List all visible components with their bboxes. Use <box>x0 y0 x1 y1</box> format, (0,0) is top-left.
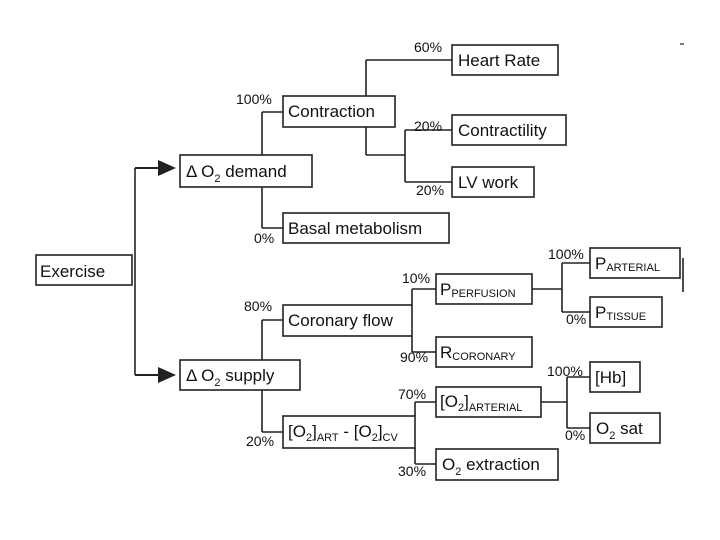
node-contractility: Contractility <box>451 114 567 146</box>
pct-lv-work: 20% <box>416 182 444 198</box>
svg-text:PARTERIAL: PARTERIAL <box>595 254 660 274</box>
pct-p-tissue: 0% <box>566 311 586 327</box>
pct-o2-art-cv: 20% <box>246 433 274 449</box>
node-lv-work: LV work <box>451 166 535 198</box>
svg-text:PTISSUE: PTISSUE <box>595 303 646 323</box>
svg-text:Exercise: Exercise <box>40 262 105 281</box>
node-o2-art-cv: [O2]ART - [O2]CV <box>282 415 416 449</box>
node-o2-extraction: O2 extraction <box>435 448 559 481</box>
svg-text:Coronary flow: Coronary flow <box>288 311 394 330</box>
pct-r-coronary: 90% <box>400 349 428 365</box>
node-coronary-flow: Coronary flow <box>282 304 413 337</box>
pct-heart-rate: 60% <box>414 39 442 55</box>
pct-contraction: 100% <box>236 91 272 107</box>
svg-text:[O2]ARTERIAL: [O2]ARTERIAL <box>440 392 522 414</box>
svg-text:Δ O2 demand: Δ O2 demand <box>186 162 287 185</box>
node-o2-arterial: [O2]ARTERIAL <box>435 386 542 418</box>
node-contraction: Contraction <box>282 95 396 128</box>
svg-text:[Hb]: [Hb] <box>595 368 626 387</box>
svg-text:[O2]ART - [O2]CV: [O2]ART - [O2]CV <box>288 422 398 444</box>
svg-text:Basal metabolism: Basal metabolism <box>288 219 422 238</box>
svg-text:O2 sat: O2 sat <box>596 419 643 442</box>
pct-contractility: 20% <box>414 118 442 134</box>
pct-p-perfusion: 10% <box>402 270 430 286</box>
node-o2-demand: Δ O2 demand <box>179 154 313 188</box>
percent-labels: 100% 0% 60% 20% 20% 80% 20% 10% 90% 100%… <box>236 39 586 479</box>
node-exercise: Exercise <box>35 254 133 286</box>
pct-o2-sat: 0% <box>565 427 585 443</box>
node-o2-supply: Δ O2 supply <box>179 359 301 391</box>
svg-text:RCORONARY: RCORONARY <box>440 343 516 363</box>
svg-text:Heart Rate: Heart Rate <box>458 51 540 70</box>
node-p-perfusion: PPERFUSION <box>435 273 533 305</box>
svg-text:O2 extraction: O2 extraction <box>442 455 540 478</box>
connector-lines <box>134 59 590 465</box>
pct-basal-metabolism: 0% <box>254 230 274 246</box>
svg-text:LV work: LV work <box>458 173 519 192</box>
svg-text:Contraction: Contraction <box>288 102 375 121</box>
pct-coronary-flow: 80% <box>244 298 272 314</box>
node-p-tissue: PTISSUE <box>589 296 663 328</box>
pct-o2-arterial: 70% <box>398 386 426 402</box>
pct-hb: 100% <box>547 363 583 379</box>
node-hb: [Hb] <box>589 361 641 393</box>
node-basal-metabolism: Basal metabolism <box>282 212 450 244</box>
pct-o2-extraction: 30% <box>398 463 426 479</box>
node-p-arterial: PARTERIAL <box>589 247 681 279</box>
node-heart-rate: Heart Rate <box>451 44 559 76</box>
pct-p-arterial: 100% <box>548 246 584 262</box>
node-r-coronary: RCORONARY <box>435 336 533 368</box>
svg-text:Δ O2 supply: Δ O2 supply <box>186 366 275 389</box>
svg-text:Contractility: Contractility <box>458 121 547 140</box>
node-o2-sat: O2 sat <box>589 412 661 444</box>
svg-text:PPERFUSION: PPERFUSION <box>440 280 516 300</box>
